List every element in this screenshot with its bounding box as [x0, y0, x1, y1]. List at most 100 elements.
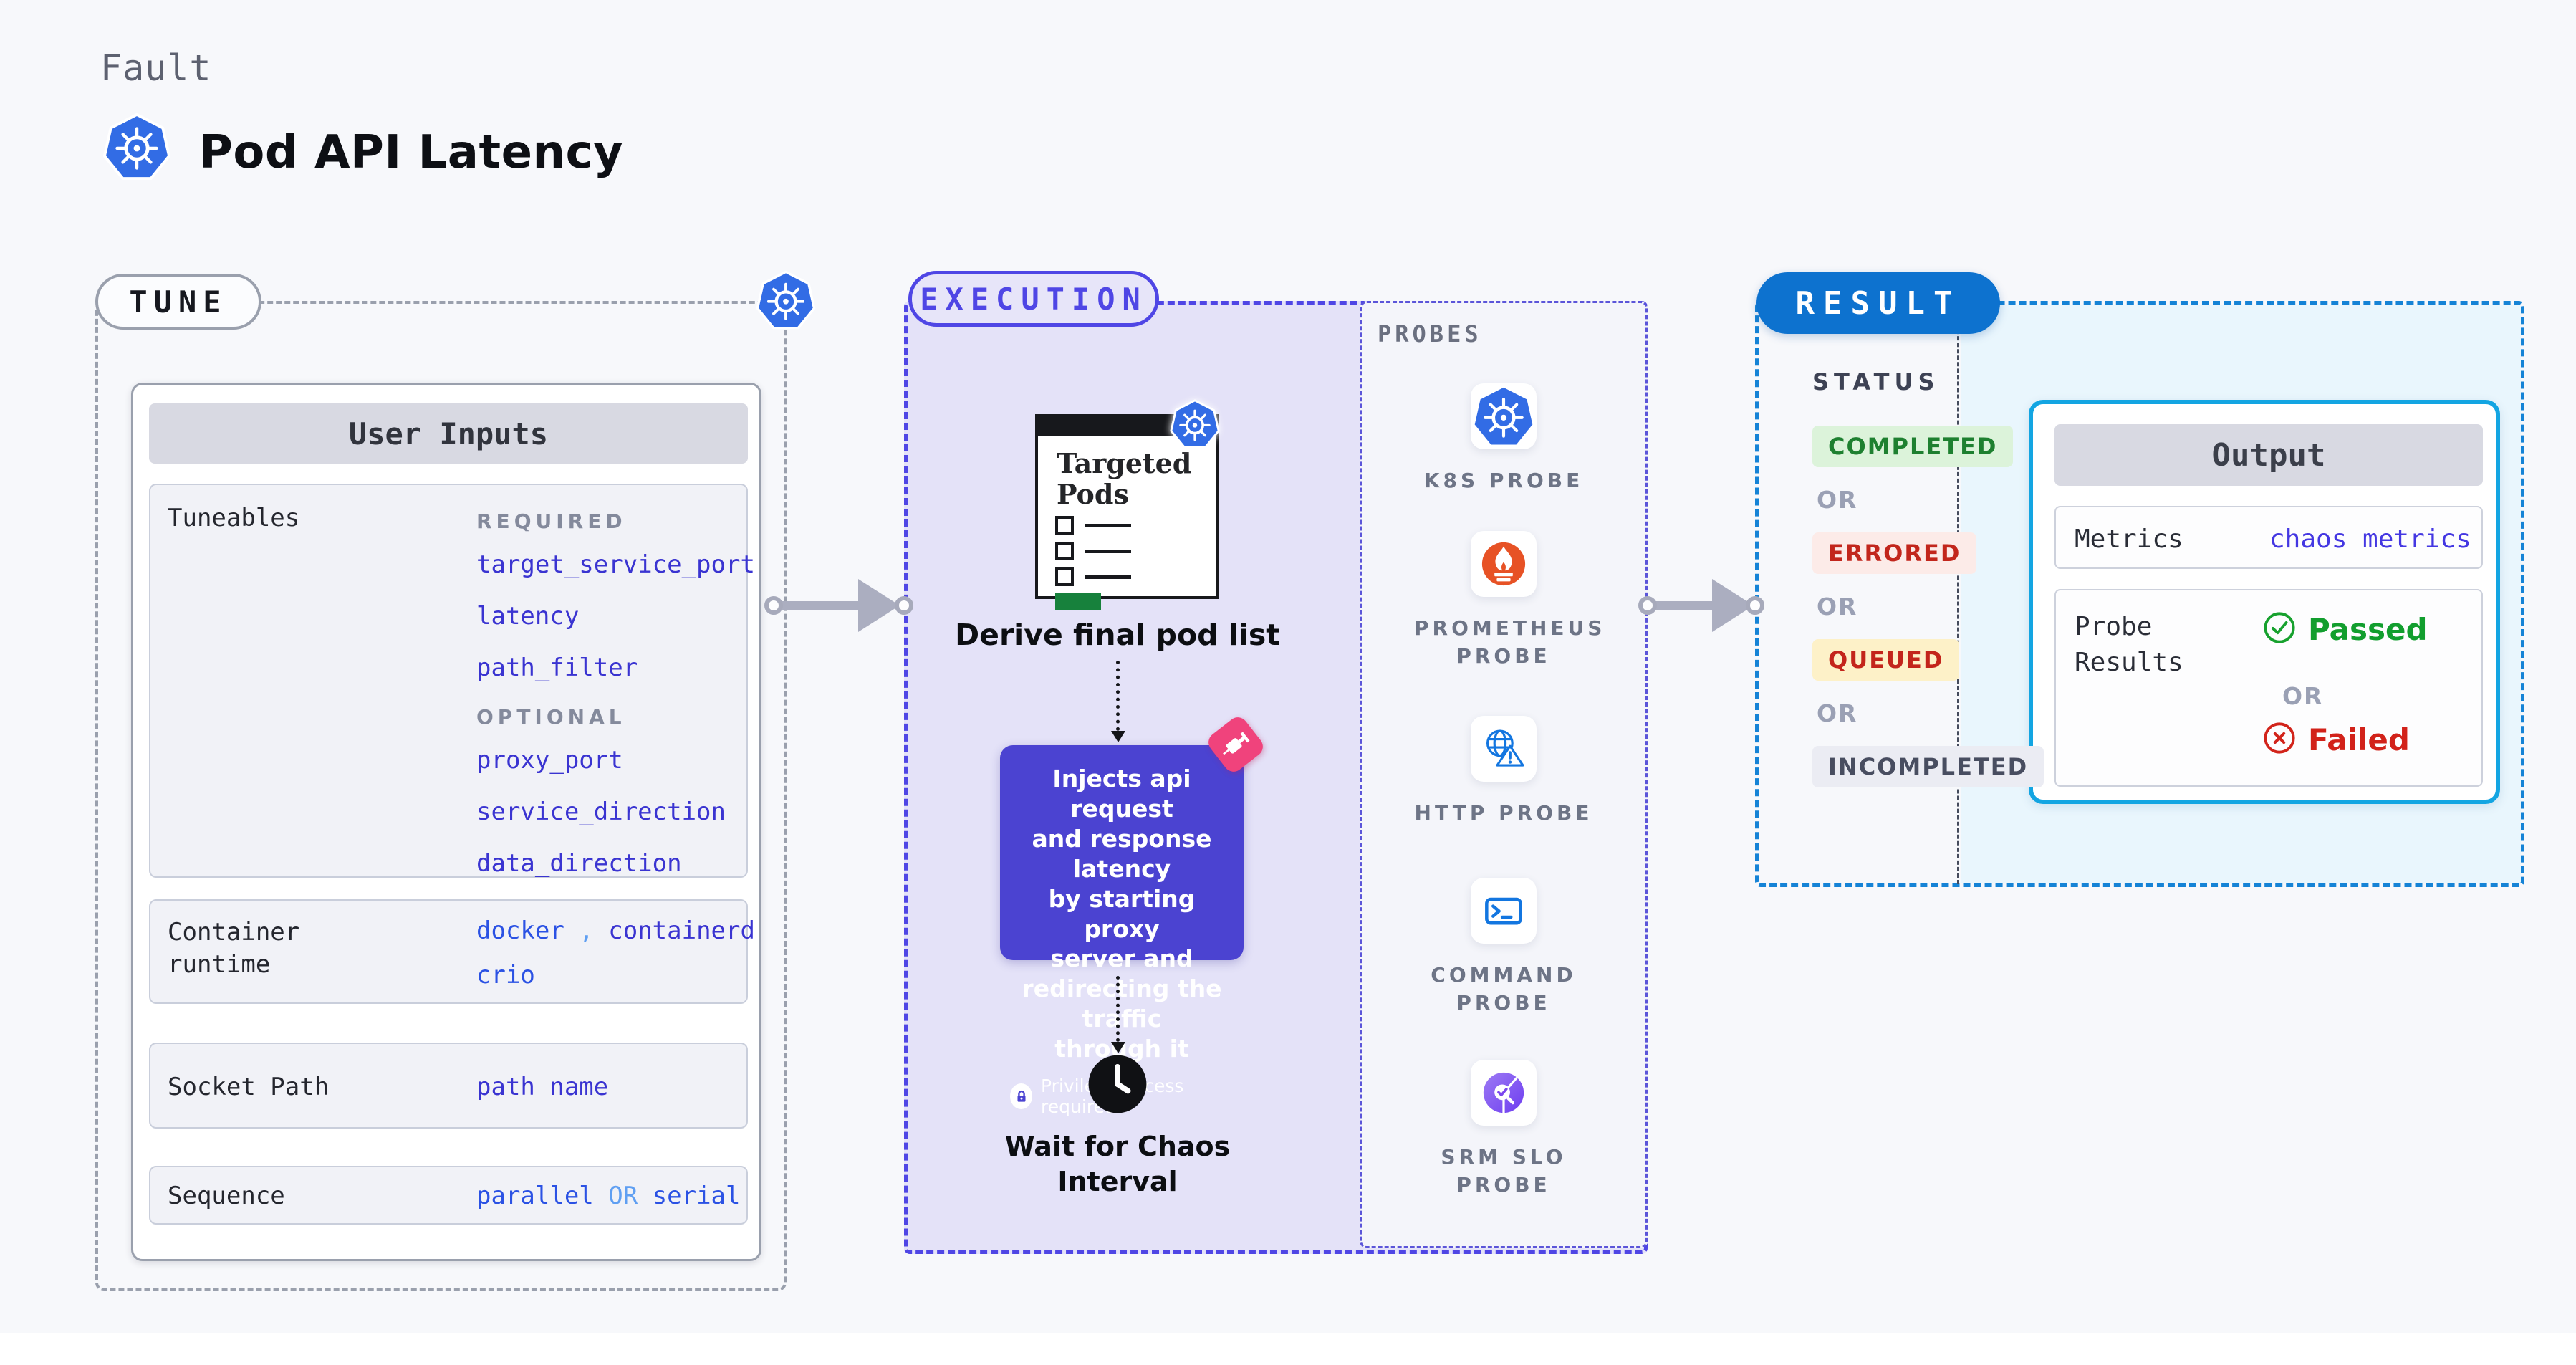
- fault-kicker: Fault: [100, 47, 212, 89]
- connector-dot: [1638, 596, 1657, 615]
- lock-icon: [1010, 1083, 1033, 1110]
- output-card: Output Metrics chaos metrics Probe Resul…: [2029, 400, 2500, 804]
- command-icon: [1471, 878, 1537, 944]
- metrics-row: Metrics chaos metrics: [2054, 506, 2483, 569]
- page-title: Pod API Latency: [199, 126, 624, 179]
- probe-item-prometheus: PROMETHEUS PROBE: [1362, 531, 1645, 670]
- pod-list-item: [1055, 542, 1131, 560]
- probe-label: COMMAND PROBE: [1431, 963, 1577, 1015]
- srmslo-icon: [1471, 1060, 1537, 1126]
- or-separator: OR: [1817, 486, 1858, 514]
- tuneable-param-link[interactable]: proxy_port: [476, 746, 623, 775]
- value-segment[interactable]: ,: [564, 916, 609, 945]
- param-group-heading: REQUIRED: [476, 509, 627, 533]
- probes-panel: PROBES K8S PROBE PROMETHEUS PROBE HTTP P…: [1360, 301, 1648, 1248]
- failed-result: Failed: [2262, 721, 2410, 758]
- param-group-heading: OPTIONAL: [476, 705, 626, 729]
- result-divider: [1957, 304, 1959, 884]
- status-badge-queued: QUEUED: [1812, 639, 1960, 681]
- probe-label: K8S PROBE: [1423, 469, 1584, 492]
- prometheus-icon: [1471, 531, 1537, 597]
- value-segment[interactable]: containerd: [608, 916, 755, 945]
- targeted-pods-title: Targeted Pods: [1057, 447, 1192, 510]
- kubernetes-icon: [755, 269, 817, 331]
- container-runtime-row: Container runtime docker , containerd cr…: [149, 899, 755, 1004]
- user-inputs-card: User Inputs Tuneables REQUIRED target_ser…: [131, 383, 761, 1261]
- probe-item-k8s: K8S PROBE: [1362, 383, 1645, 494]
- probe-results-row: Probe Results Passed OR Failed: [2054, 589, 2483, 787]
- value-segment[interactable]: parallel: [476, 1182, 594, 1210]
- socket-path-value[interactable]: path name: [476, 1073, 608, 1101]
- container-runtime-values[interactable]: docker , containerd: [476, 916, 755, 945]
- status-column: STATUS COMPLETED OR ERRORED OR QUEUED OR INCOM…: [1812, 368, 2044, 787]
- pod-list-item: [1055, 516, 1131, 535]
- pod-list-item: [1055, 567, 1131, 586]
- value-segment[interactable]: OR: [593, 1182, 653, 1210]
- or-separator: OR: [1817, 593, 1858, 621]
- result-section-pill: RESULT: [1756, 272, 2000, 334]
- tuneables-label: Tuneables: [168, 504, 300, 532]
- failed-label: Failed: [2308, 722, 2410, 757]
- metrics-label: Metrics: [2075, 525, 2183, 554]
- probes-panel-label: PROBES: [1378, 320, 1482, 348]
- flow-arrow-down: [1111, 976, 1125, 1053]
- status-list: COMPLETED OR ERRORED OR QUEUED OR INCOMPLETED: [1812, 426, 2044, 787]
- socket-path-row: Socket Path path name: [149, 1043, 748, 1129]
- value-segment[interactable]: path name: [476, 1073, 609, 1101]
- connector-dot: [1746, 596, 1764, 615]
- connector-dot: [895, 596, 913, 615]
- tuneable-param-link[interactable]: data_direction: [476, 849, 682, 878]
- container-runtime-label: Container runtime: [168, 918, 300, 979]
- probe-label: SRM SLO PROBE: [1441, 1145, 1567, 1197]
- probe-label: PROMETHEUS PROBE: [1414, 616, 1606, 669]
- passed-label: Passed: [2308, 611, 2428, 647]
- tuneable-param-link[interactable]: target_service_port: [476, 550, 755, 579]
- sequence-label: Sequence: [168, 1182, 285, 1210]
- connector-dot: [764, 596, 783, 615]
- syringe-icon: [1204, 713, 1267, 776]
- or-separator: OR: [1817, 699, 1858, 727]
- execution-to-result-arrow: [1652, 601, 1721, 610]
- kubernetes-icon: [102, 112, 172, 182]
- execution-section-pill: EXECUTION: [908, 271, 1159, 327]
- or-label: OR: [2282, 682, 2324, 710]
- tuneable-param-link[interactable]: path_filter: [476, 653, 638, 682]
- tune-container: [95, 301, 787, 1291]
- clock-icon: [1087, 1053, 1148, 1115]
- tuneable-param-link[interactable]: service_direction: [476, 798, 726, 826]
- value-segment[interactable]: crio: [476, 961, 535, 990]
- status-badge-incompleted: INCOMPLETED: [1812, 746, 2044, 787]
- tune-to-execution-arrow: [778, 601, 862, 610]
- user-inputs-header: User Inputs: [149, 403, 748, 464]
- arrow-head: [858, 579, 900, 632]
- output-header: Output: [2054, 424, 2483, 486]
- metrics-value-link[interactable]: chaos metrics: [2269, 525, 2471, 554]
- pod-select-bar: [1055, 593, 1101, 610]
- http-icon: [1471, 716, 1537, 782]
- check-circle-icon: [2262, 610, 2297, 648]
- flow-arrow-down: [1111, 661, 1125, 742]
- sequence-value[interactable]: parallel OR serial: [476, 1182, 740, 1210]
- value-segment[interactable]: docker: [476, 916, 564, 945]
- container-runtime-values[interactable]: crio: [476, 961, 535, 990]
- tuneable-param-link[interactable]: latency: [476, 602, 580, 631]
- probe-item-http: HTTP PROBE: [1362, 716, 1645, 827]
- status-badge-errored: ERRORED: [1812, 532, 1977, 574]
- status-badge-completed: COMPLETED: [1812, 426, 2014, 467]
- passed-result: Passed: [2262, 610, 2428, 648]
- wait-chaos-label: Wait for Chaos Interval: [1004, 1131, 1231, 1197]
- sequence-row: Sequence parallel OR serial: [149, 1166, 748, 1225]
- probe-item-command: COMMAND PROBE: [1362, 878, 1645, 1017]
- derive-pod-list-label: Derive final pod list: [955, 618, 1280, 652]
- probe-item-srmslo: SRM SLO PROBE: [1362, 1060, 1645, 1199]
- tune-section-pill: TUNE: [95, 274, 261, 330]
- probe-results-label: Probe Results: [2075, 612, 2183, 677]
- kubernetes-icon: [1169, 398, 1221, 450]
- value-segment[interactable]: serial: [652, 1182, 741, 1210]
- status-label: STATUS: [1812, 368, 1940, 396]
